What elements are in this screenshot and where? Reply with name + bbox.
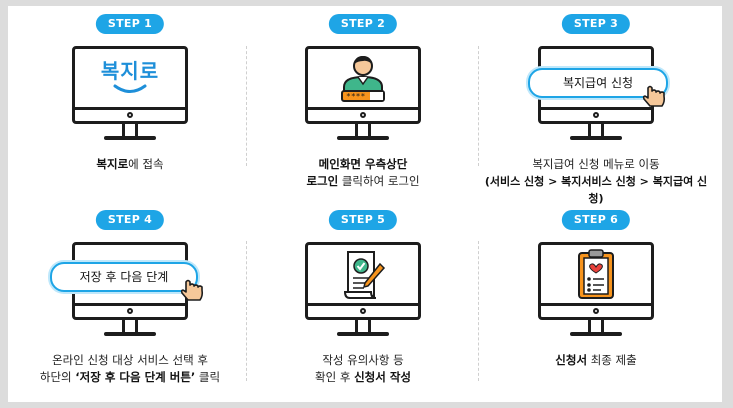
monitor-icon [305,242,421,342]
step-2: STEP 2 **** [247,6,479,202]
step-4: STEP 4 저장 후 다음 단계 온라인 신청 대상 서비스 선택 후 하단의… [14,202,246,398]
caption-text: 클릭 [195,370,221,384]
caption-text: 온라인 신청 대상 서비스 선택 후 [52,353,208,367]
steps-panel: STEP 1 복지로 복지로에 접속 STEP 2 [8,6,722,402]
column-divider [478,46,479,166]
step-caption: 복지급여 신청 메뉴로 이동 (서비스 신청 > 복지서비스 신청 > 복지급여… [480,156,712,207]
logo-smile-icon [113,84,147,93]
step-badge: STEP 4 [95,210,165,230]
monitor-icon: 복지로 [72,46,188,146]
caption-bold: 메인화면 우측상단 [318,157,408,171]
monitor-icon: **** [305,46,421,146]
step-caption: 메인화면 우측상단 로그인 클릭하여 로그인 [247,156,479,190]
column-divider [478,241,479,381]
monitor-icon [72,242,188,342]
caption-bold: ‘저장 후 다음 단계 버튼’ [75,370,196,384]
step-badge: STEP 6 [561,210,631,230]
caption-bold: 복지로 [96,157,129,171]
step-caption: 작성 유의사항 등 확인 후 신청서 작성 [247,352,479,386]
step-3: STEP 3 복지급여 신청 복지급여 신청 메뉴로 이동 (서비스 신청 > … [480,6,712,205]
hand-pointer-icon [642,85,666,107]
caption-bold: (서비스 신청 > 복지서비스 신청 > 복지급여 신청) [484,175,708,205]
welfare-logo: 복지로 [100,59,160,83]
step-1: STEP 1 복지로 복지로에 접속 [14,6,246,202]
column-divider [246,46,247,166]
user-login-icon: **** [341,56,385,102]
caption-bold: 신청서 [555,353,588,367]
step-badge: STEP 3 [561,14,631,34]
svg-text:****: **** [346,92,365,101]
caption-text: 복지급여 신청 메뉴로 이동 [532,157,660,171]
step-badge: STEP 5 [328,210,398,230]
caption-text: 에 접속 [128,157,164,171]
caption-text: 클릭하여 로그인 [338,174,420,188]
step-badge: STEP 2 [328,14,398,34]
save-next-step-button[interactable]: 저장 후 다음 단계 [50,262,198,292]
step-5: STEP 5 [247,202,479,398]
step-caption: 신청서 최종 제출 [480,352,712,369]
column-divider [246,241,247,381]
step-6: STEP 6 [480,202,712,398]
caption-bold: 로그인 [306,174,339,188]
document-pen-icon [343,251,386,299]
caption-bold: 신청서 작성 [354,370,411,384]
step-caption: 온라인 신청 대상 서비스 선택 후 하단의 ‘저장 후 다음 단계 버튼’ 클… [14,352,246,386]
step-badge: STEP 1 [95,14,165,34]
apply-welfare-button[interactable]: 복지급여 신청 [528,68,668,98]
step-caption: 복지로에 접속 [14,156,246,173]
hand-pointer-icon [180,279,204,301]
caption-text: 하단의 [39,370,76,384]
clipboard-checklist-icon [578,249,614,299]
monitor-icon [538,242,654,342]
caption-text: 작성 유의사항 등 [322,353,404,367]
caption-text: 확인 후 [315,370,355,384]
caption-text: 최종 제출 [587,353,637,367]
